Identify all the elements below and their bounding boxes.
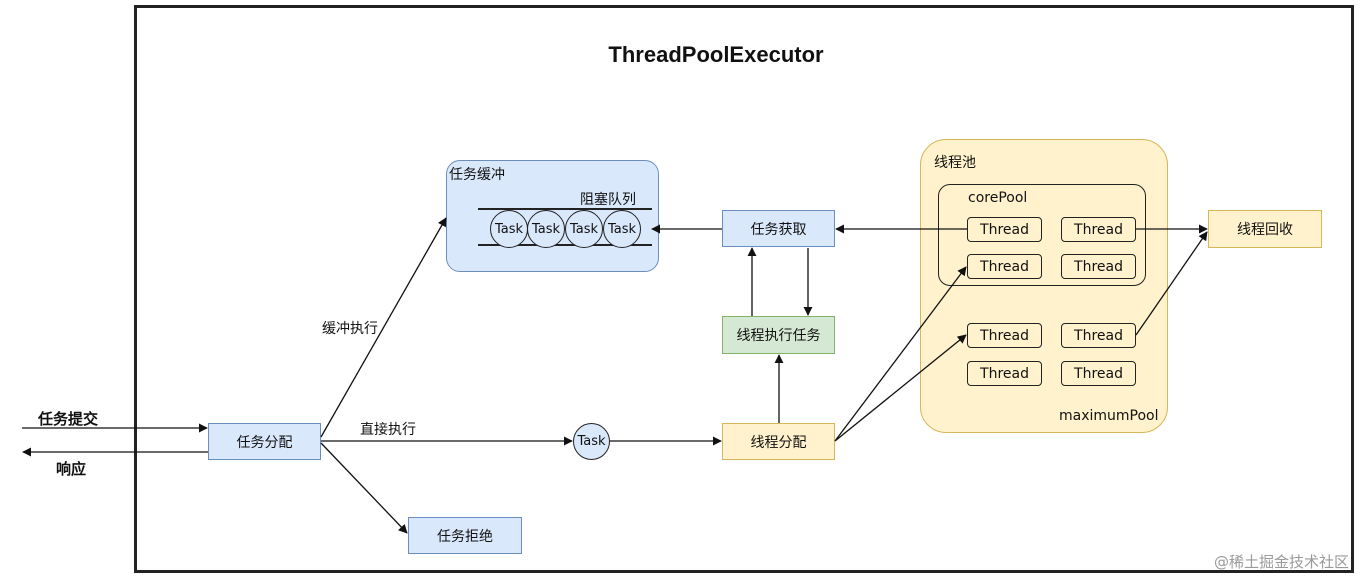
extra-thread-to-recycle-arrow [1135,231,1208,336]
core-thread: Thread [1061,217,1136,242]
blocking-queue-label: 阻塞队列 [580,192,636,208]
submit-label: 任务提交 [38,410,99,428]
direct-exec-label: 直接执行 [360,422,416,438]
task-buffer-title: 任务缓冲 [449,167,505,183]
thread-assign-box: 线程分配 [722,423,835,460]
core-pool-box [938,184,1146,286]
task-fetch-box: 任务获取 [722,210,835,247]
extra-thread: Thread [1061,323,1136,348]
queue-top-line [478,208,652,210]
extra-thread: Thread [1061,361,1136,386]
maximum-pool-label: maximumPool [1059,408,1159,424]
extra-thread: Thread [967,361,1042,386]
response-label: 响应 [56,460,87,478]
watermark: @稀土掘金技术社区 [1213,553,1349,571]
thread-pool-title: 线程池 [934,155,976,171]
core-thread: Thread [967,217,1042,242]
buffer-exec-label: 缓冲执行 [322,321,378,337]
queue-task: Task [565,210,603,248]
assign-to-extra-thread-arrow [834,334,967,442]
single-task-node: Task [573,423,610,460]
task-dispatch-box: 任务分配 [208,423,321,460]
extra-thread: Thread [967,323,1042,348]
queue-task: Task [603,210,641,248]
thread-recycle-box: 线程回收 [1208,210,1322,248]
queue-task: Task [490,210,528,248]
core-thread: Thread [1061,254,1136,279]
buffer-exec-arrow [320,217,447,438]
core-thread: Thread [967,254,1042,279]
queue-task: Task [527,210,565,248]
diagram-title: ThreadPoolExecutor [608,42,824,67]
reject-arrow [320,442,408,534]
core-pool-label: corePool [968,190,1028,206]
assign-to-core-thread-arrow [834,266,967,442]
queue-bottom-line [478,244,652,246]
thread-exec-box: 线程执行任务 [722,316,835,354]
task-reject-box: 任务拒绝 [408,517,522,554]
